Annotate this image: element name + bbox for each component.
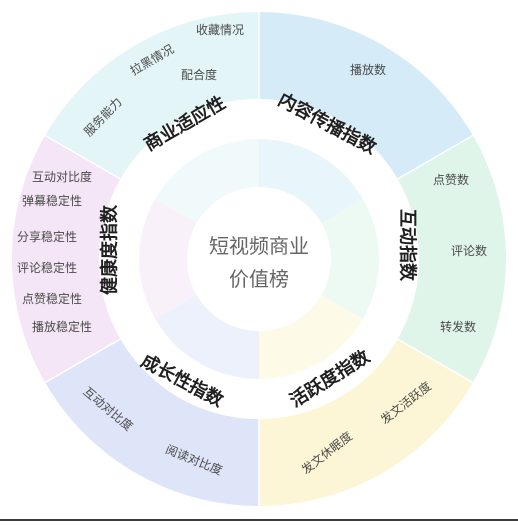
center-disc [187, 187, 331, 331]
inner-sector-content [259, 139, 363, 223]
ring-band-interaction [363, 179, 419, 339]
sector-divider-4 [44, 338, 121, 384]
metric-label-content-0: 播放数 [350, 62, 386, 77]
sector-title-health: 健康度指数 [99, 204, 121, 295]
inner-sector-growth [155, 295, 259, 379]
inner-sector-health [138, 199, 197, 319]
ring-band-health [99, 179, 155, 339]
inner-sector-commercial [155, 139, 259, 223]
metric-label-interaction-1: 评论数 [451, 243, 487, 258]
sector-divider-2 [397, 338, 474, 384]
ring-band-activity [259, 319, 398, 419]
metric-label-interaction-0: 点赞数 [433, 172, 469, 187]
sector-commercial [45, 12, 260, 179]
inner-ring-layer [99, 99, 419, 419]
metric-label-health-4: 点赞稳定性 [22, 291, 82, 306]
sector-title-interaction: 互动指数 [397, 209, 419, 282]
sector-health [12, 135, 121, 383]
ring-band-growth [120, 319, 259, 419]
metric-label-health-5: 播放稳定性 [32, 319, 92, 334]
sector-growth [45, 339, 260, 506]
metric-label-health-1: 弹幕稳定性 [22, 193, 82, 208]
sector-divider-1 [397, 134, 474, 180]
ring-band-commercial [120, 99, 259, 199]
inner-sector-activity [259, 295, 363, 379]
ring-band-content [259, 99, 398, 199]
bottom-divider [0, 519, 518, 521]
sector-activity [259, 339, 473, 506]
metric-label-health-0: 互动对比度 [32, 169, 92, 184]
sector-divider-5 [44, 134, 121, 180]
center-title-line2: 价值榜 [229, 267, 289, 291]
center-title-line1: 短视频商业 [209, 234, 309, 258]
metric-label-health-3: 评论稳定性 [17, 260, 77, 275]
metric-label-interaction-2: 转发数 [440, 319, 476, 334]
sector-content [259, 12, 473, 179]
metric-label-commercial-2: 收藏情况 [196, 23, 244, 37]
sector-interaction [397, 135, 506, 383]
metric-label-health-2: 分享稳定性 [17, 229, 77, 244]
metric-label-commercial-3: 配合度 [181, 67, 217, 82]
sector-layer [12, 12, 506, 506]
inner-sector-interaction [321, 199, 379, 319]
